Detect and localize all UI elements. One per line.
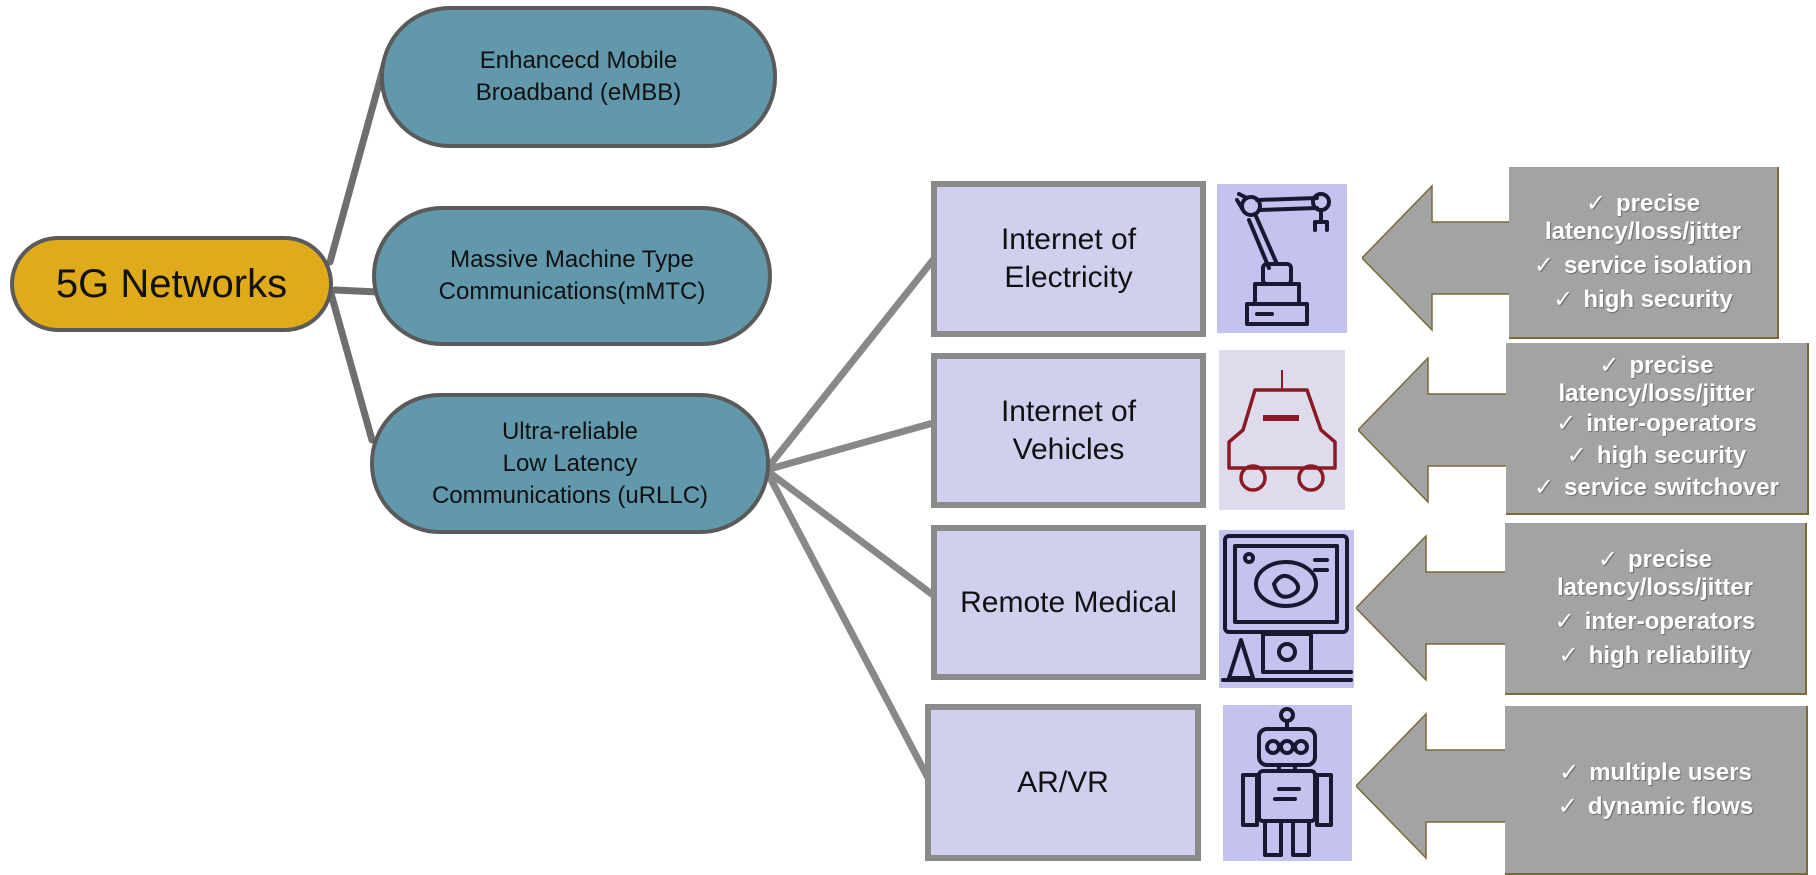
robot-arm-icon [1217, 184, 1347, 333]
requirements-ar-vr: ✓multiple users ✓dynamic flows [1505, 706, 1808, 875]
requirement-item: ✓inter-operators [1556, 410, 1757, 437]
requirement-item: ✓precise latency/loss/jitter [1558, 352, 1755, 407]
requirement-item: ✓high security [1553, 286, 1733, 313]
requirements-electricity: ✓precise latency/loss/jitter ✓service is… [1509, 167, 1779, 339]
app-internet-of-electricity: Internet of Electricity [931, 181, 1206, 337]
ultrasound-monitor-icon [1219, 530, 1354, 688]
connector-urllc-arvr [762, 466, 932, 782]
check-icon: ✓ [1557, 792, 1578, 820]
connector-urllc-vehicles [762, 419, 937, 474]
category-embb: Enhancecd Mobile Broadband (eMBB) [380, 6, 777, 148]
requirement-item: ✓high reliability [1558, 642, 1752, 669]
category-urllc: Ultra-reliable Low Latency Communication… [370, 393, 770, 534]
check-icon: ✓ [1599, 352, 1620, 379]
app-ar-vr: AR/VR [925, 704, 1201, 861]
check-icon: ✓ [1554, 608, 1575, 635]
requirement-item: ✓dynamic flows [1557, 792, 1754, 820]
arrow-medical [1356, 534, 1508, 682]
check-icon: ✓ [1533, 252, 1554, 279]
root-node: 5G Networks [10, 236, 333, 332]
connector-root-urllc [326, 286, 376, 444]
connector-root-embb [326, 58, 389, 266]
check-icon: ✓ [1585, 190, 1607, 217]
arrow-ar-vr [1356, 712, 1508, 860]
car-icon [1219, 350, 1345, 510]
requirements-vehicles: ✓precise latency/loss/jitter ✓inter-oper… [1506, 343, 1809, 515]
arrow-electricity [1362, 184, 1512, 332]
check-icon: ✓ [1534, 474, 1555, 501]
requirement-item: ✓high security [1566, 442, 1747, 469]
check-icon: ✓ [1559, 758, 1580, 786]
connector-urllc-electricity [762, 256, 937, 474]
check-icon: ✓ [1553, 286, 1574, 313]
requirement-item: ✓multiple users [1559, 758, 1752, 786]
robot-icon [1223, 705, 1352, 861]
app-remote-medical: Remote Medical [931, 525, 1206, 680]
check-icon: ✓ [1597, 546, 1619, 573]
app-internet-of-vehicles: Internet of Vehicles [931, 353, 1206, 508]
check-icon: ✓ [1556, 410, 1577, 437]
requirement-item: ✓precise latency/loss/jitter [1544, 190, 1742, 245]
check-icon: ✓ [1558, 642, 1579, 669]
connector-root-mmtc [331, 286, 382, 296]
category-mmtc: Massive Machine Type Communications(mMTC… [372, 206, 772, 346]
requirement-item: ✓precise latency/loss/jitter [1556, 546, 1754, 601]
requirement-item: ✓inter-operators [1554, 608, 1756, 635]
connector-urllc-medical [762, 466, 937, 599]
requirement-item: ✓service isolation [1533, 252, 1753, 279]
arrow-vehicles [1358, 356, 1510, 504]
requirements-medical: ✓precise latency/loss/jitter ✓inter-oper… [1505, 523, 1807, 695]
requirement-item: ✓service switchover [1534, 474, 1779, 501]
check-icon: ✓ [1566, 442, 1587, 469]
